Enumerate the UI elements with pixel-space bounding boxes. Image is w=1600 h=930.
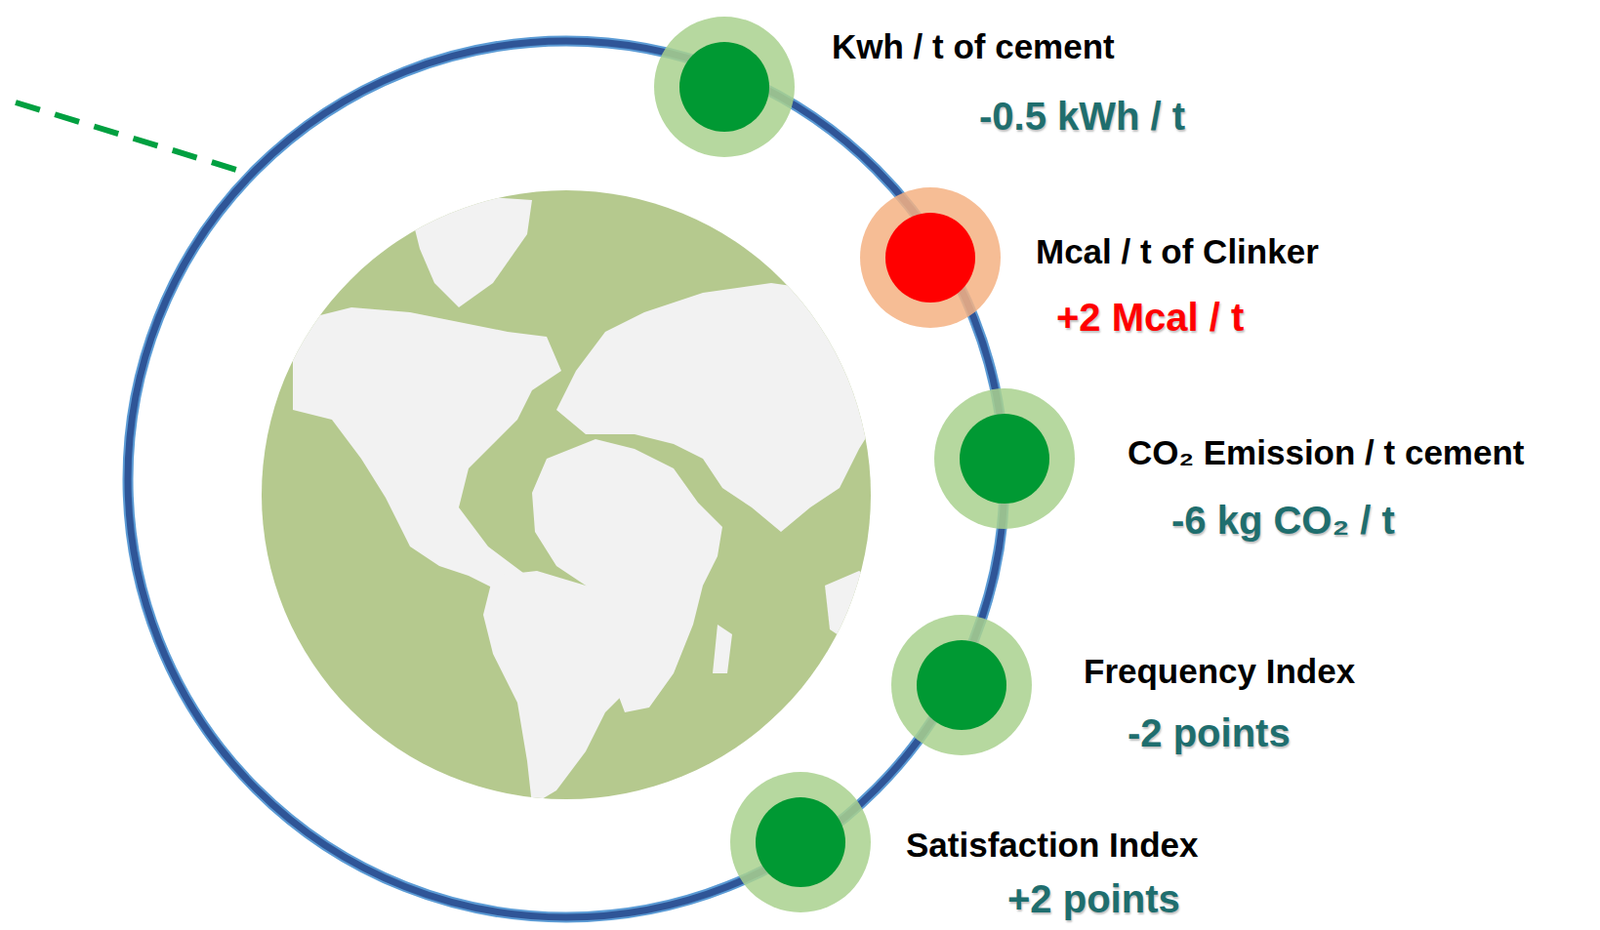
kpi-marker: Mcal / t of Clinker+2 Mcal / t	[859, 186, 1002, 329]
status-dot	[729, 771, 872, 914]
kpi-title: CO₂ Emission / t cement	[1127, 433, 1524, 473]
kpi-title: Frequency Index	[1083, 652, 1355, 692]
kpi-title: Mcal / t of Clinker	[1035, 232, 1319, 272]
kpi-value: -0.5 kWh / t	[979, 93, 1186, 139]
status-dot	[933, 387, 1076, 531]
status-dot	[653, 15, 796, 159]
kpi-value: +2 Mcal / t	[1056, 294, 1244, 340]
continents	[292, 195, 884, 806]
status-dot	[890, 614, 1033, 757]
status-dot	[859, 186, 1002, 329]
ring-outline	[127, 41, 1005, 918]
kpi-marker: Frequency Index-2 points	[890, 614, 1033, 757]
kpi-title: Satisfaction Index	[905, 825, 1199, 865]
kpi-value: -2 points	[1127, 710, 1291, 756]
ring	[127, 41, 1005, 918]
kpi-marker: Satisfaction Index+2 points	[729, 771, 872, 914]
kpi-title: Kwh / t of cement	[831, 27, 1115, 67]
kpi-marker: CO₂ Emission / t cement-6 kg CO₂ / t	[933, 387, 1076, 531]
kpi-marker: Kwh / t of cement-0.5 kWh / t	[653, 15, 796, 159]
kpi-value: -6 kg CO₂ / t	[1171, 497, 1395, 543]
dashed-leader	[15, 102, 256, 176]
kpi-value: +2 points	[1007, 876, 1181, 922]
